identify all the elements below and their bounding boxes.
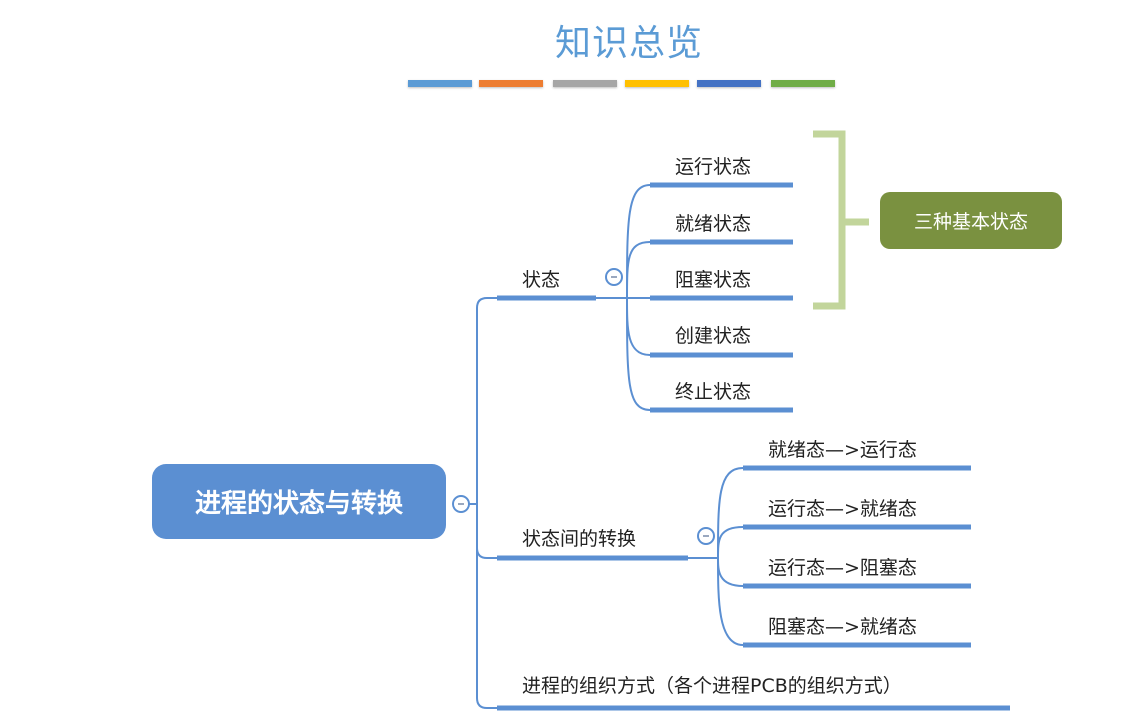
color-bar-1: [408, 80, 472, 87]
leaf-ready-state[interactable]: 就绪状态: [675, 213, 752, 235]
collapse-minus-icon[interactable]: [605, 268, 623, 286]
color-bar-5: [697, 80, 761, 87]
summary-label: 三种基本状态: [913, 211, 1028, 233]
color-bar-4: [625, 80, 689, 87]
branch-state[interactable]: 状态: [522, 269, 561, 291]
leaf-transition-3[interactable]: 运行态—>阻塞态: [768, 557, 917, 579]
branch-transitions[interactable]: 状态间的转换: [522, 528, 637, 550]
collapse-minus-icon[interactable]: [452, 495, 470, 513]
leaf-transition-2[interactable]: 运行态—>就绪态: [768, 498, 917, 520]
leaf-transition-1[interactable]: 就绪态—>运行态: [768, 439, 917, 461]
leaf-terminated-state[interactable]: 终止状态: [675, 381, 752, 403]
summary-node[interactable]: 三种基本状态: [880, 192, 1062, 249]
color-bar-2: [479, 80, 543, 87]
color-bar-3: [553, 80, 617, 87]
summary-bracket: [813, 130, 869, 310]
trunk-line: [476, 297, 497, 709]
transition-connectors: [688, 467, 744, 646]
leaf-created-state[interactable]: 创建状态: [675, 325, 752, 347]
color-bar-6: [771, 80, 835, 87]
branch-organization[interactable]: 进程的组织方式（各个进程PCB的组织方式）: [522, 675, 902, 697]
page-title: 知识总览: [554, 23, 703, 64]
leaf-transition-4[interactable]: 阻塞态—>就绪态: [768, 616, 917, 638]
state-connectors: [596, 184, 651, 411]
collapse-minus-icon[interactable]: [697, 527, 715, 545]
root-node[interactable]: 进程的状态与转换: [152, 464, 446, 539]
root-label: 进程的状态与转换: [194, 489, 403, 519]
leaf-running-state[interactable]: 运行状态: [675, 156, 752, 178]
leaf-blocked-state[interactable]: 阻塞状态: [675, 269, 752, 291]
